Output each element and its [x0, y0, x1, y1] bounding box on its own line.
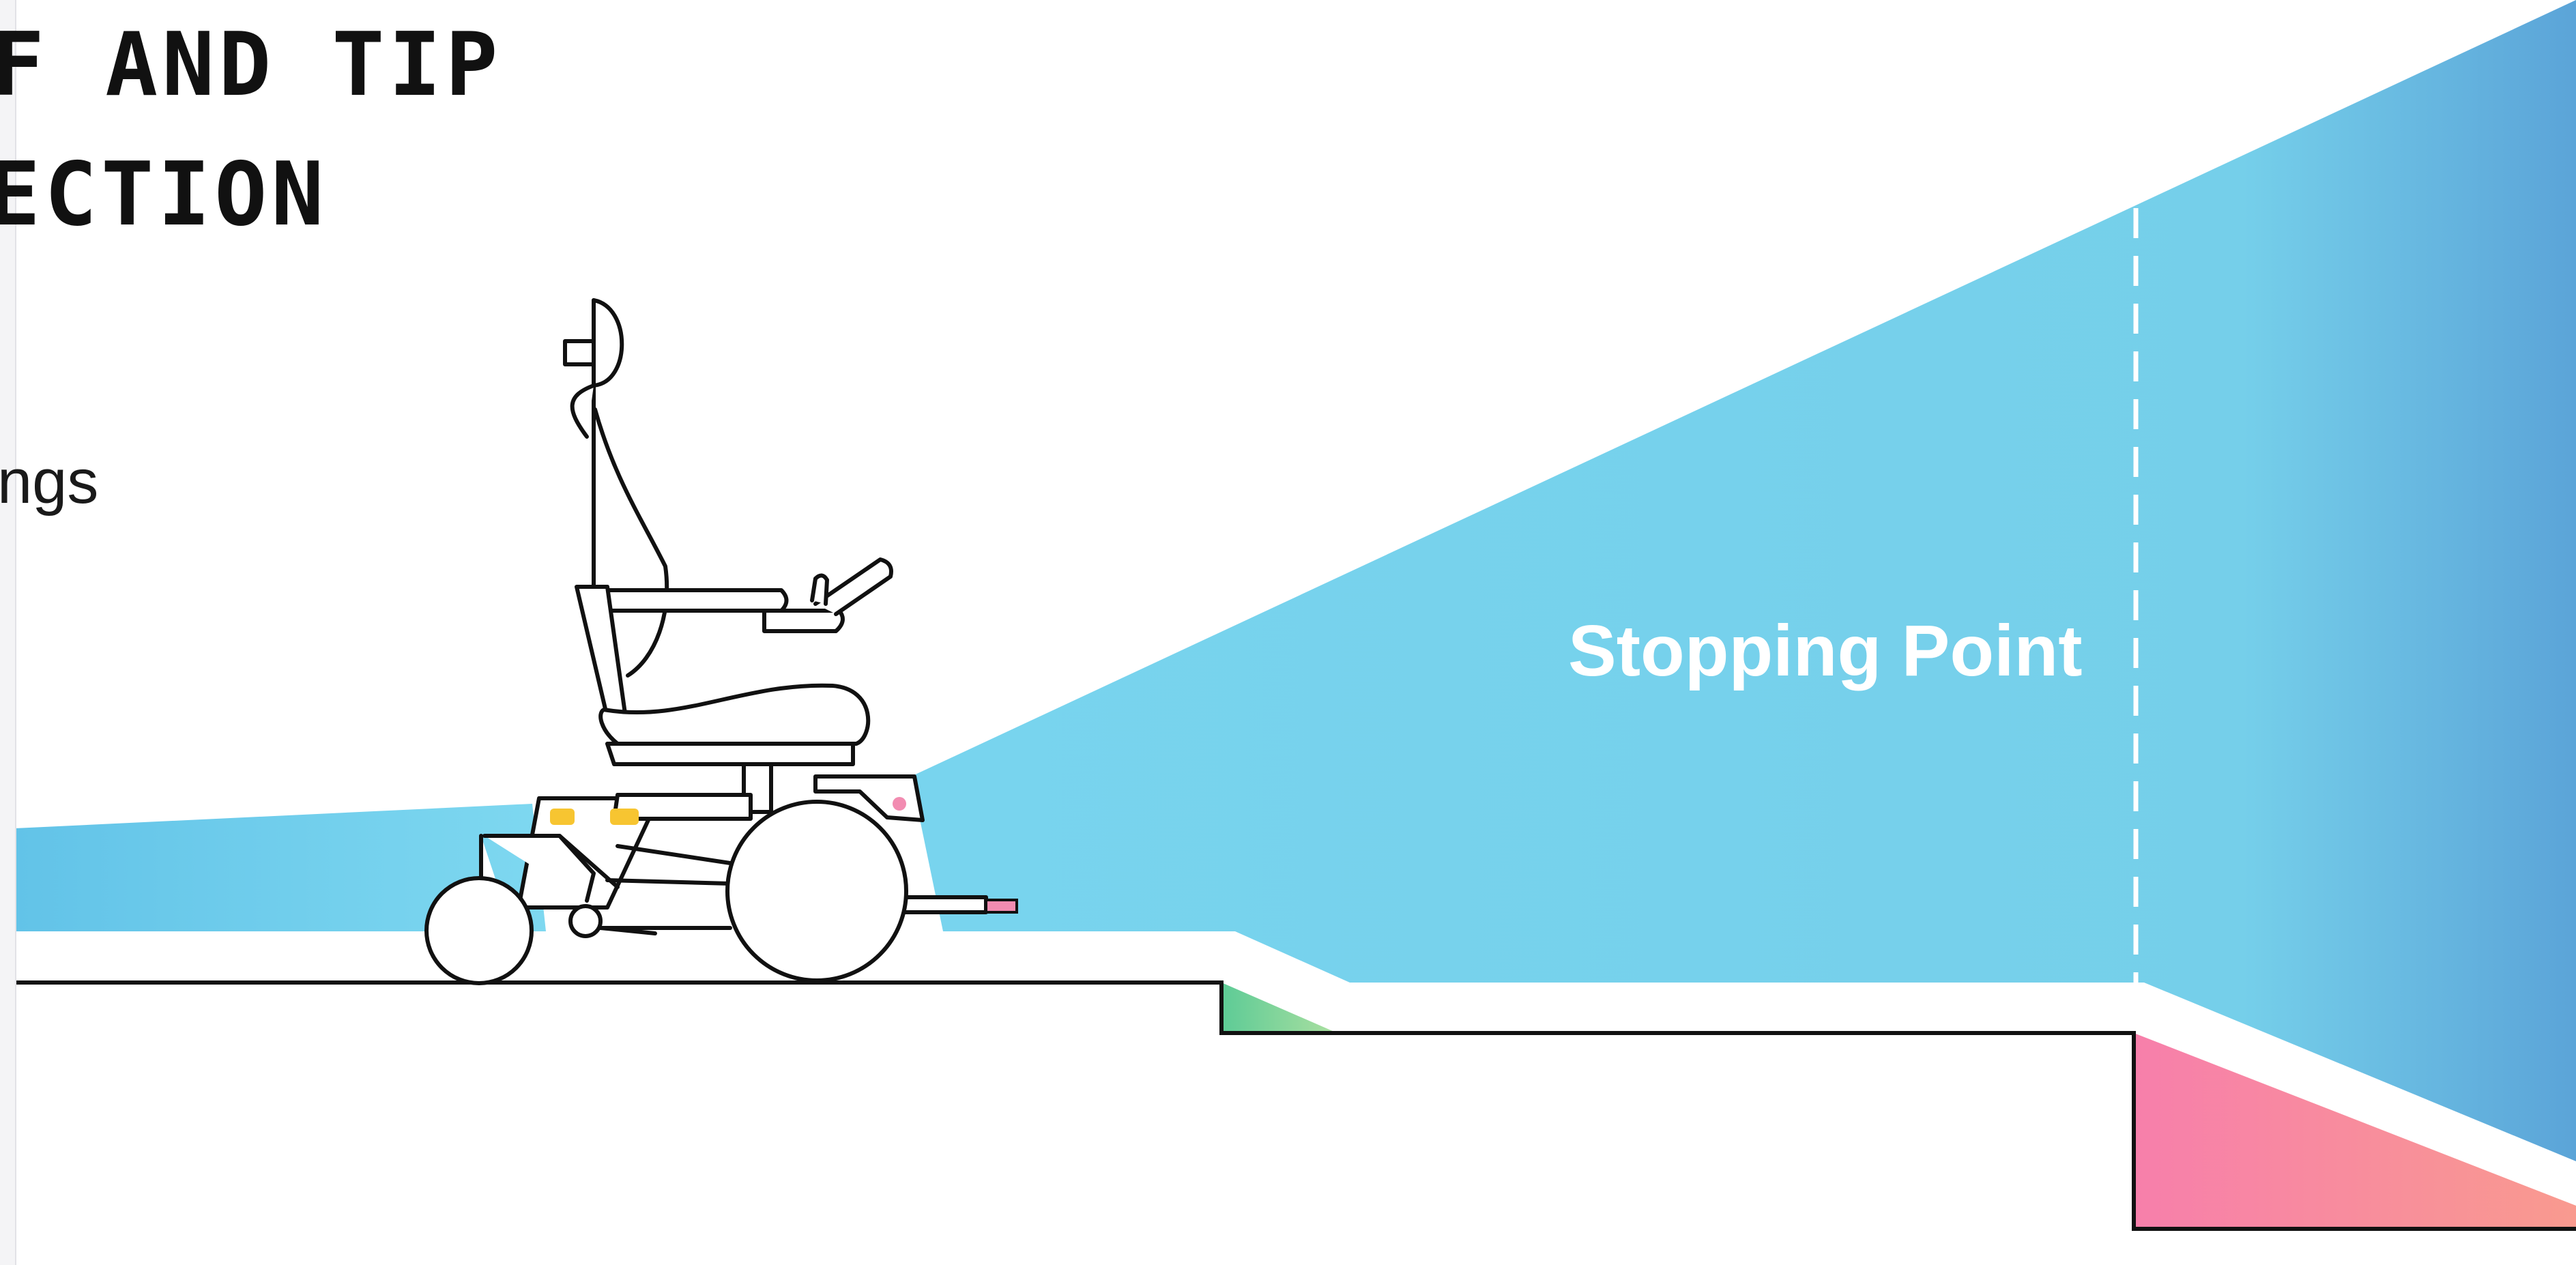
page-title-line-1: F AND TIP [0, 22, 502, 109]
forward-sensor-beam [911, 0, 2576, 1161]
bumper-light [893, 797, 906, 811]
page-subtitle: ngs [0, 450, 98, 513]
step-down-hazard [1221, 983, 1334, 1032]
page-title-line-2: ECTION [0, 151, 328, 239]
stopping-point-label: Stopping Point [1568, 611, 2083, 691]
tail-light [986, 900, 1017, 912]
warning-light-1 [550, 809, 575, 825]
warning-light-2 [610, 809, 639, 825]
